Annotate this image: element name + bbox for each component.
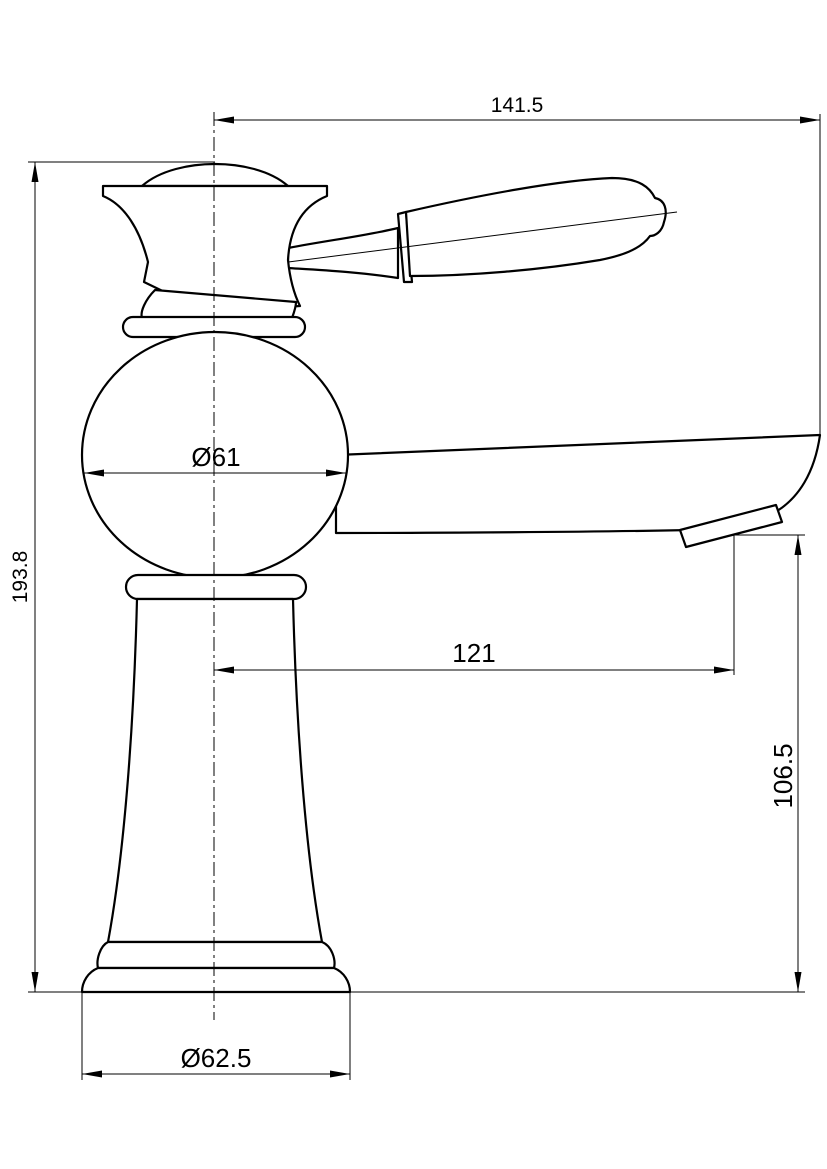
spout [334, 433, 822, 535]
cartridge-body [101, 184, 329, 314]
lever-shaft [286, 226, 400, 280]
dimension-labels: 141.5 193.8 Ø61 121 106.5 Ø62.5 [9, 94, 798, 1073]
label-total-height: 193.8 [9, 551, 32, 604]
extension-lines [28, 114, 821, 1080]
label-spout-reach: 121 [452, 638, 495, 668]
lever-grip [404, 176, 667, 278]
dimension-lines [31, 116, 820, 1078]
lever-axis [264, 211, 678, 266]
column [106, 597, 324, 944]
spout-aerator [678, 503, 784, 549]
lower-ring [124, 573, 308, 601]
base-lower [80, 966, 352, 994]
base-upper [96, 940, 336, 970]
label-spout-height: 106.5 [768, 743, 798, 808]
label-total-width: 141.5 [491, 94, 544, 117]
faucet-outline [80, 162, 822, 994]
label-body-diameter: Ø61 [191, 442, 240, 472]
label-base-diameter: Ø62.5 [181, 1043, 252, 1073]
cartridge-dome [140, 162, 290, 188]
